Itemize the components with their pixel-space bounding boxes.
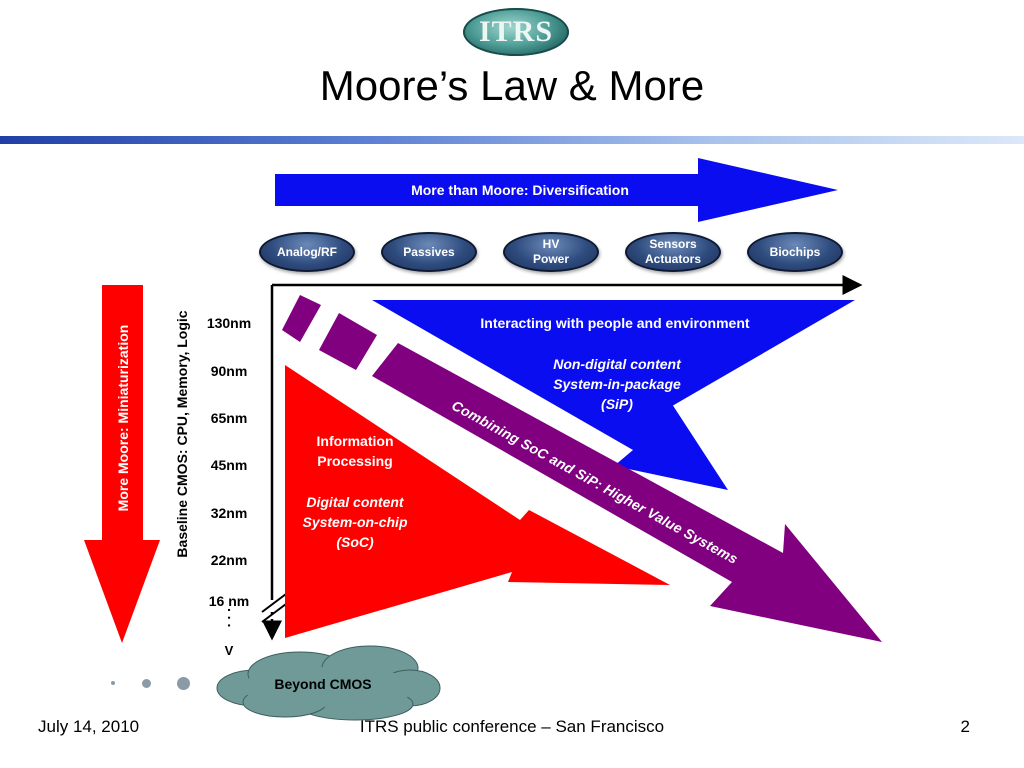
page-number: 2 [960,717,970,736]
node-22nm: 22nm [210,552,248,568]
purple-segment-2 [319,313,377,370]
node-16nm: 16 nm [208,593,250,609]
interacting-heading: Interacting with people and environment [480,315,750,331]
baseline-cmos-label: Baseline CMOS: CPU, Memory, Logic [174,310,190,558]
node-32nm: 32nm [210,505,248,521]
node-45nm: 45nm [210,457,248,473]
axis-break-1 [261,593,287,613]
itrs-logo: ITRS [463,8,569,56]
beyond-cmos-cloud [216,645,441,721]
beyond-cmos-label: Beyond CMOS [274,676,372,692]
soc-line-1: Digital content [306,494,404,510]
more-moore-label: More Moore: Miniaturization [115,324,131,512]
node-90nm: 90nm [210,363,248,379]
trail-dot-small [111,681,115,685]
trail-dot-large [177,677,190,690]
slide-title: Moore’s Law & More [319,62,705,109]
info-heading-1: Information [316,433,394,449]
sip-line-2: System-in-package [553,376,681,392]
soc-line-3: (SoC) [336,534,374,550]
pill-passives: Passives [381,232,477,272]
purple-segment-1 [282,295,321,342]
sip-arrow [372,300,855,490]
node-130nm: 130nm [206,315,252,331]
combining-arrow [372,343,882,642]
footer-date: July 14, 2010 [38,717,140,736]
footer-event: ITRS public conference – San Francisco [359,717,665,736]
more-moore-arrow [84,285,160,643]
sip-line-1: Non-digital content [553,356,681,372]
info-heading-2: Processing [317,453,393,469]
soc-line-2: System-on-chip [302,514,408,530]
pill-biochips: Biochips [747,232,843,272]
soc-arrow [285,365,670,638]
continuation-arrow: V [224,643,234,658]
more-than-moore-label: More than Moore: Diversification [411,182,629,198]
pill-analog-rf: Analog/RF [259,232,355,272]
continuation-dots: . . . [225,608,241,628]
node-65nm: 65nm [210,410,248,426]
title-divider [0,136,1024,144]
more-than-moore-arrow [275,158,838,222]
sip-line-3: (SiP) [601,396,633,412]
trail-dot-medium [142,679,151,688]
axis-break-2 [261,603,287,623]
